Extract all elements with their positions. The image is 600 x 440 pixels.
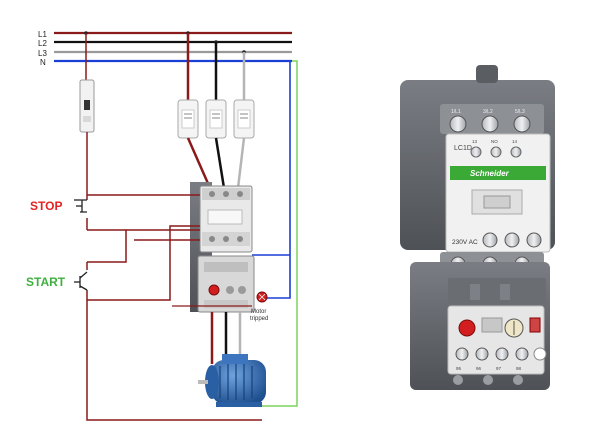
overload-reset [208,284,220,296]
ctrl-motor-return [86,300,262,421]
photo-top-terminal-2: 3/L2 [483,109,493,115]
ctrl-to-hold [87,229,127,263]
photo-aux-terminals: 13 NO 14 [470,139,522,158]
photo-model: LC1D [454,145,472,152]
fuse-out-l2 [214,137,226,189]
photo-ol-bottom-terminals [453,375,523,385]
motor-terminal-box [222,354,248,364]
photo-ol-terminal-95: 95 [456,366,462,371]
stop-label: STOP [30,199,62,213]
overload-window [204,262,248,272]
fuse-out-l1 [186,137,212,189]
photo-ol-terminal-96: 96 [476,366,482,371]
cb-label [83,116,91,122]
control-circuit [86,190,262,421]
label-l2: L2 [38,39,47,48]
lamp-label-line1: Motor [251,309,266,315]
label-l3: L3 [38,49,47,58]
photo-overload-face [447,305,545,375]
photo-ol-terminal-97: 97 [496,366,502,371]
photo-mid-terminal-2: NO [491,139,498,144]
motor-tripped-lamp: Motor tripped [250,291,268,322]
fuse-out-l3 [236,137,246,189]
photo-reset-button-icon [458,319,476,337]
fuse-2 [205,99,227,139]
photo-top-terminal-1: 1/L1 [451,109,461,115]
photo-overload-window [481,317,503,333]
photo-coil-voltage: 230V AC [452,239,478,246]
photo-top-terminals: 1/L1 3/L2 5/L3 [449,109,531,133]
supply-bus: L1 L2 L3 N [38,30,292,67]
cb-toggle [84,100,90,110]
lamp-label-line2: tripped [250,316,268,322]
ctrl-start-out [86,225,200,301]
start-pushbutton [74,271,88,291]
contactor-diagram [190,182,255,313]
fuse-3 [233,99,255,139]
contactor-window [207,209,243,225]
neutral-wire [262,61,291,299]
photo-mid-terminal-3: 14 [512,139,518,144]
earth-wire [262,60,298,407]
motor-endcap [205,365,219,399]
stop-pushbutton [74,199,87,213]
start-label: START [26,275,66,289]
photo-ol-terminal-98: 98 [516,366,522,371]
photo-overload-terminals: 95 96 97 98 [455,347,547,371]
motor-icon [198,354,266,407]
photo-top-mount [476,65,498,83]
label-n: N [40,58,46,67]
photo-overload-strip [448,278,546,306]
photo-brand-band [450,166,546,180]
photo-top-terminal-3: 5/L3 [515,109,525,115]
photo-mid-terminal-1: 13 [472,139,478,144]
fuse-block [177,33,255,189]
label-l1: L1 [38,30,47,39]
motor-shaft [198,380,208,384]
photo-coil-terminals [482,232,542,248]
product-photo: 1/L1 3/L2 5/L3 LC1D 13 NO 14 Schneider 2… [400,65,555,390]
photo-brand: Schneider [470,169,510,178]
fuse-1 [177,99,199,139]
circuit-breaker [79,33,95,190]
motor-feet [216,402,262,407]
